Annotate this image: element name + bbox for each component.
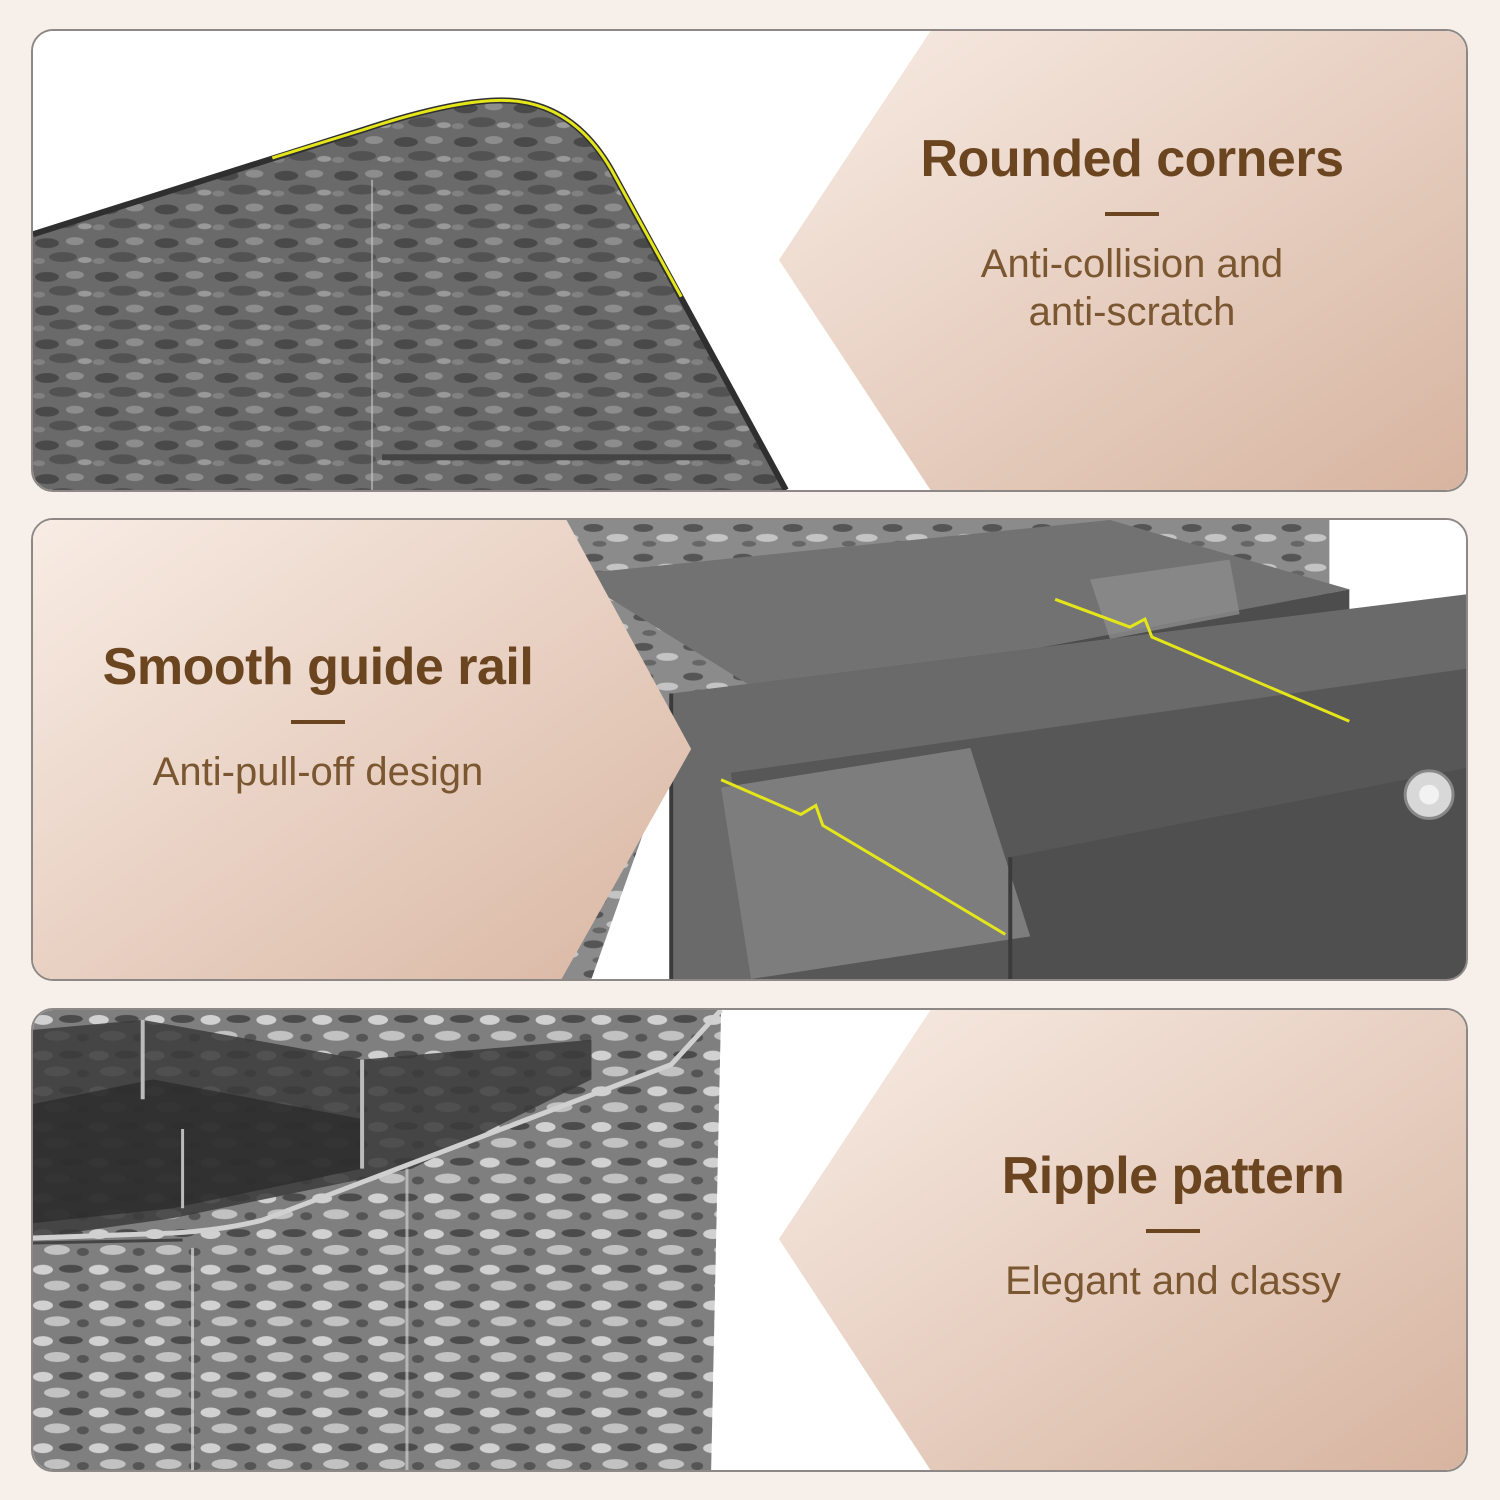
feature-panel-rounded-corners: Rounded corners Anti-collision and anti-… [31,29,1468,492]
feature-subtitle-line-2: anti-scratch [1028,289,1236,334]
feature-panel-smooth-guide-rail: Smooth guide rail Anti-pull-off design [31,518,1468,981]
feature-title: Smooth guide rail [102,638,534,696]
title-divider [291,719,345,724]
feature-subtitle-line-1: Anti-pull-off design [152,749,484,794]
caption-ripple-pattern: Ripple pattern Elegant and classy [913,1147,1433,1305]
drawer-guide-rail-product-image [33,520,1466,979]
title-divider [1105,211,1159,216]
title-divider [1146,1228,1200,1233]
caption-rounded-corners: Rounded corners Anti-collision and anti-… [862,130,1402,336]
feature-subtitle-line-1: Elegant and classy [1005,1258,1341,1303]
feature-title: Ripple pattern [1001,1147,1345,1205]
feature-title: Rounded corners [920,130,1345,188]
feature-panel-ripple-pattern: Ripple pattern Elegant and classy [31,1008,1468,1472]
ripple-pattern-product-image [33,1010,1466,1470]
rounded-corner-product-image [33,31,1466,490]
feature-subtitle-line-1: Anti-collision and [980,241,1284,286]
caption-smooth-guide-rail: Smooth guide rail Anti-pull-off design [53,638,583,796]
